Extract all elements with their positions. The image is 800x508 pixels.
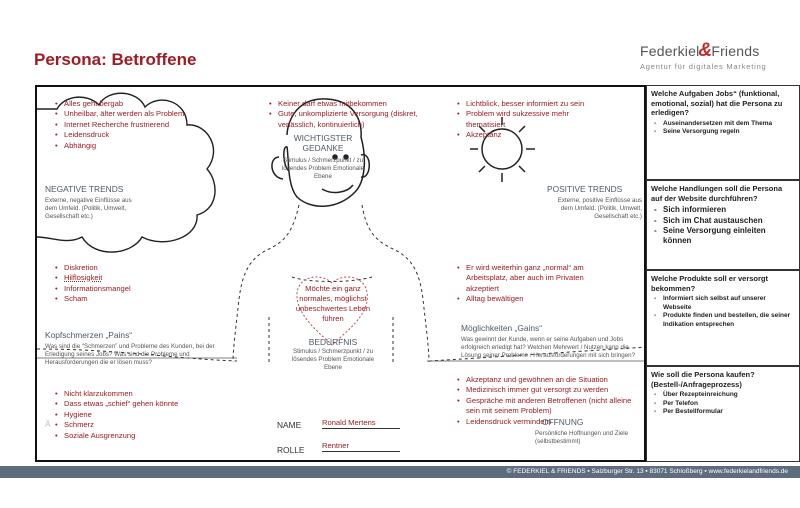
list-item: Auseinandersetzen mit dem Thema <box>651 120 795 128</box>
negative-trends-title: NEGATIVE TRENDS <box>45 184 123 194</box>
name-label: NAME <box>277 420 301 430</box>
fears-list: Nicht klarzukommen Dass etwas „schief“ g… <box>55 389 235 441</box>
list-item: Internet Recherche frustrierend <box>55 120 235 130</box>
list-item: Informationsmangel <box>55 284 205 294</box>
list-item: Alles geht bergab <box>55 99 235 109</box>
sidebar-questions: Welche Aufgaben Jobs“ (funktional, emoti… <box>646 85 800 462</box>
list-item: Über Rezepteinreichung <box>651 391 795 399</box>
negative-trends-desc: Externe, negative Einflüsse aus dem Umfe… <box>45 197 145 221</box>
list-item: Soziale Ausgrenzung <box>55 431 235 441</box>
buy-list: Über Rezepteinreichung Per Telefon Per B… <box>651 391 795 416</box>
positive-trends-list: Lichtblick, besser informiert zu sein Pr… <box>457 99 607 141</box>
persona-canvas: Alles geht bergab Unheilbar, älter werde… <box>35 85 646 462</box>
name-field: Ronald Mertens <box>322 418 400 429</box>
products-box: Welche Produkte soll er versorgt bekomme… <box>646 270 800 366</box>
actions-box: Welche Handlungen soll die Persona auf d… <box>646 180 800 270</box>
company-logo: Federkiel&Friends Agentur für digitales … <box>640 40 790 70</box>
list-item: Dass etwas „schief“ gehen könnte <box>55 399 235 409</box>
hopes-desc: Persönliche Hoffnungen und Ziele (selbst… <box>535 430 635 446</box>
list-item: Alltag bewältigen <box>457 294 607 304</box>
logo-tagline: Agentur für digitales Marketing <box>640 62 790 71</box>
need-desc: Stimulus / Schmerzpunkt / zu lösendes Pr… <box>283 348 383 372</box>
positive-trends-desc: Externe, positive Einflüsse aus dem Umfe… <box>547 197 642 221</box>
list-item: Er wird weiterhin ganz „normal“ am Arbei… <box>457 263 607 294</box>
hopes-title: OFFNUNG <box>542 417 583 427</box>
list-item: Abhängig <box>55 141 235 151</box>
list-item: Seine Versorgung einleiten können <box>651 226 795 247</box>
role-label: ROLLE <box>277 445 304 455</box>
thought-title: WICHTIGSTER GEDANKE <box>275 133 371 153</box>
jobs-list: Auseinandersetzen mit dem Thema Seine Ve… <box>651 120 795 137</box>
list-item: Sich informieren <box>651 205 795 215</box>
list-item: Unheilbar, älter werden als Problem <box>55 109 235 119</box>
fears-faint-title: Ä <box>45 419 51 429</box>
pains-list: Diskretion Hilflosigkeit Informationsman… <box>55 263 205 305</box>
buy-question: Wie soll die Persona kaufen? (Bestell-/A… <box>651 370 795 389</box>
list-item: Gute, unkomplizierte Versorgung (diskret… <box>269 109 429 130</box>
thought-desc: Stimulus / Schmerzpunkt / zu lösendes Pr… <box>275 157 371 181</box>
negative-trends-list: Alles geht bergab Unheilbar, älter werde… <box>55 99 235 151</box>
list-item: Hilflosigkeit <box>55 273 205 283</box>
pains-title: Kopfschmerzen „Pains“ <box>45 330 132 340</box>
list-item: Nicht klarzukommen <box>55 389 235 399</box>
page-title: Persona: Betroffene <box>34 50 196 70</box>
thought-list: Keiner darf etwas mitbekommen Gute, unko… <box>269 99 429 130</box>
actions-list: Sich informieren Sich im Chat austausche… <box>651 205 795 247</box>
gains-title: Möglichkeiten „Gains“ <box>461 323 542 333</box>
list-item: Informiert sich selbst auf unserer Webse… <box>651 295 795 312</box>
list-item: Per Bestellformular <box>651 408 795 416</box>
list-item: Gespräche mit anderen Betroffenen (nicht… <box>457 396 646 417</box>
role-field: Rentner <box>322 441 400 452</box>
list-item: Akzeptanz und gewöhnen an die Situation <box>457 375 646 385</box>
gains-desc: Was gewinnt der Kunde, wenn er seine Auf… <box>461 336 639 360</box>
list-item: Problem wird sukzessive mehr thematisier… <box>457 109 607 130</box>
footer-bar: © FEDERKIEL & FRIENDS ▪ Salzburger Str. … <box>0 466 800 478</box>
list-item: Lichtblick, besser informiert zu sein <box>457 99 607 109</box>
list-item: Hygiene <box>55 410 235 420</box>
need-title: BEDÜRFNIS <box>283 337 383 347</box>
buy-box: Wie soll die Persona kaufen? (Bestell-/A… <box>646 366 800 462</box>
products-list: Informiert sich selbst auf unserer Webse… <box>651 295 795 329</box>
list-item: Sich im Chat austauschen <box>651 216 795 226</box>
list-item: Medizinisch immer gut versorgt zu werden <box>457 385 646 395</box>
list-item: Keiner darf etwas mitbekommen <box>269 99 429 109</box>
list-item: Diskretion <box>55 263 205 273</box>
jobs-box: Welche Aufgaben Jobs“ (funktional, emoti… <box>646 85 800 180</box>
gains-list: Er wird weiterhin ganz „normal“ am Arbei… <box>457 263 607 305</box>
list-item: Produkte finden und bestellen, die seine… <box>651 312 795 329</box>
list-item: Akzeptanz <box>457 130 607 140</box>
products-question: Welche Produkte soll er versorgt bekomme… <box>651 274 795 293</box>
need-text: Möchte ein ganz normales, möglichst unbe… <box>289 284 377 323</box>
pains-desc: Was sind die “Schmerzen” und Probleme de… <box>45 343 235 367</box>
actions-question: Welche Handlungen soll die Persona auf d… <box>651 184 795 203</box>
list-item: Scham <box>55 294 205 304</box>
list-item: Seine Versorgung regeln <box>651 128 795 136</box>
jobs-question: Welche Aufgaben Jobs“ (funktional, emoti… <box>651 89 795 118</box>
list-item: Schmerz <box>55 420 235 430</box>
list-item: Per Telefon <box>651 400 795 408</box>
logo-wordmark: Federkiel&Friends <box>640 40 790 62</box>
list-item: Leidensdruck <box>55 130 235 140</box>
positive-trends-title: POSITIVE TRENDS <box>547 184 622 194</box>
